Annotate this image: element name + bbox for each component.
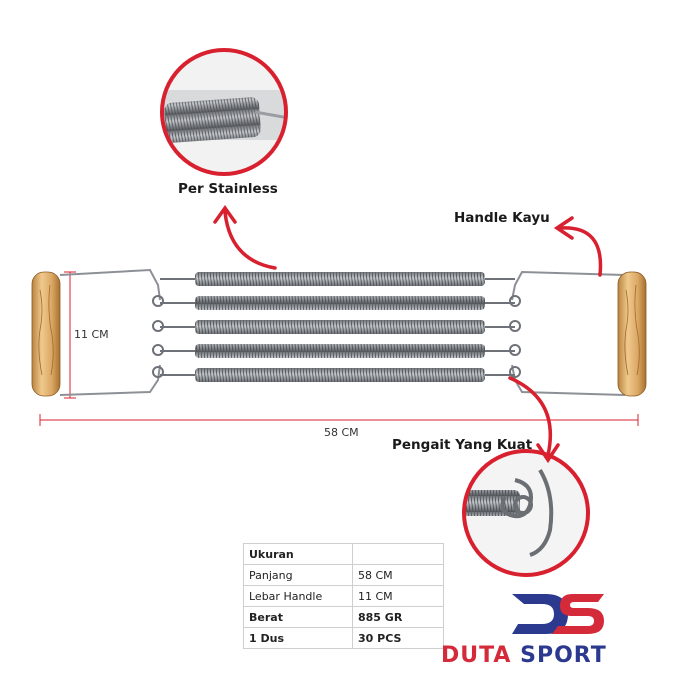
spring-detail-circle	[160, 48, 288, 176]
brand-name-part1: DUTA	[441, 643, 512, 668]
handle-kayu-label: Handle Kayu	[454, 210, 550, 226]
spec-value: 885 GR	[352, 606, 444, 628]
spec-table-header-row: Ukuran	[243, 543, 444, 565]
height-dimension-label: 11 CM	[74, 328, 109, 341]
hook-detail-circle	[462, 449, 590, 577]
pengait-label: Pengait Yang Kuat	[392, 437, 533, 453]
table-row: 1 Dus 30 PCS	[243, 627, 444, 649]
spec-key: Lebar Handle	[243, 585, 353, 607]
table-row: Panjang 58 CM	[243, 564, 444, 586]
left-wire-frame	[59, 268, 161, 396]
spec-value: 11 CM	[352, 585, 444, 607]
length-dimension-label: 58 CM	[324, 426, 359, 439]
spec-key: Panjang	[243, 564, 353, 586]
left-hooks	[152, 278, 195, 378]
right-wood-handle	[617, 271, 647, 397]
duta-sport-logo-mark	[512, 594, 604, 634]
springs	[195, 272, 485, 382]
per-stainless-label: Per Stainless	[178, 181, 278, 197]
callout-arrows	[213, 204, 603, 464]
spec-key: Berat	[243, 606, 353, 628]
brand-name-part2: SPORT	[520, 643, 607, 668]
height-dimension-line	[64, 271, 76, 399]
brand-name: DUTA SPORT	[441, 643, 607, 668]
spec-key: 1 Dus	[243, 627, 353, 649]
table-row: Berat 885 GR	[243, 606, 444, 628]
spec-header: Ukuran	[243, 543, 353, 565]
spec-value: 30 PCS	[352, 627, 444, 649]
length-dimension-line	[39, 414, 639, 426]
left-wood-handle	[31, 271, 61, 397]
spec-value: 58 CM	[352, 564, 444, 586]
right-hooks	[485, 278, 521, 378]
table-row: Lebar Handle 11 CM	[243, 585, 444, 607]
spec-table: Ukuran Panjang 58 CM Lebar Handle 11 CM …	[243, 543, 444, 649]
right-wire-frame	[511, 270, 626, 396]
